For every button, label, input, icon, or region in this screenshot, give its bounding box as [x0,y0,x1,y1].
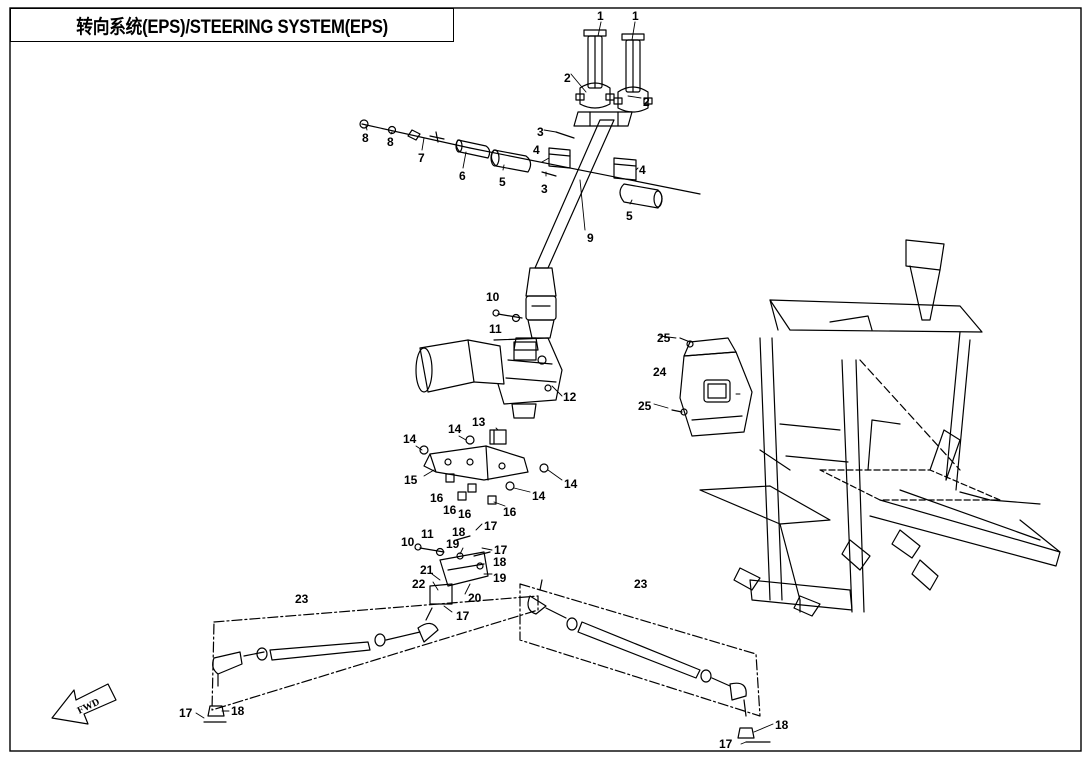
fwd-arrow-icon: FWD [51,683,117,725]
callout-25: 25 [657,331,671,345]
callout-16: 16 [458,507,472,521]
eps-controller [679,337,753,437]
cable-bushing-6 [455,139,491,159]
callout-19: 19 [493,571,507,585]
handlebar-clamp-left [575,29,615,109]
callout-1: 1 [597,9,604,23]
callout-4: 4 [533,143,540,157]
callout-15: 15 [404,473,418,487]
callout-7: 7 [418,151,425,165]
callout-17: 17 [494,543,508,557]
callout-16: 16 [430,491,444,505]
bracket-bolts-14 [419,435,549,491]
callout-21: 21 [420,563,434,577]
callout-3: 3 [537,125,544,139]
leader-lines [195,21,774,745]
cable-bushing-5-left [490,149,532,173]
callout-19: 19 [446,537,460,551]
callout-11: 11 [489,322,502,336]
callout-17: 17 [179,706,193,720]
callout-2: 2 [643,95,650,109]
callout-17: 17 [456,609,470,623]
callout-14: 14 [448,422,462,436]
callout-6: 6 [459,169,466,183]
pin-3 [541,131,575,177]
coupler-13 [489,429,507,445]
callout-3: 3 [541,182,548,196]
pitman-arm [429,535,491,605]
universal-joint [525,267,557,339]
bolt-10-upper [492,309,523,323]
callout-24: 24 [653,365,667,379]
nut-and-pin-right [737,727,771,743]
callout-13: 13 [472,415,486,429]
callout-20: 20 [468,591,482,605]
callout-2: 2 [564,71,571,85]
nut-and-pin-left [203,705,227,723]
cable-assembly [359,119,701,195]
outer-frame [9,7,1082,752]
callout-12: 12 [563,390,577,404]
callout-14: 14 [564,477,578,491]
bracket-nuts-16 [445,473,497,505]
callout-numbers: 1 1 2 2 3 3 4 4 5 5 6 7 8 8 9 10 11 12 1… [179,9,789,751]
callout-8: 8 [387,135,394,149]
tie-rod-left [211,595,539,711]
page-title: 转向系统(EPS)/STEERING SYSTEM(EPS) [76,16,388,38]
callout-16: 16 [443,503,457,517]
callout-1: 1 [632,9,639,23]
callout-18: 18 [452,525,466,539]
upper-steering-shaft [534,111,633,269]
handlebar-clamp-right [613,33,653,113]
callout-22: 22 [412,577,426,591]
title-box: 转向系统(EPS)/STEERING SYSTEM(EPS) [10,8,454,42]
callout-18: 18 [231,704,245,718]
callout-17: 17 [484,519,498,533]
callout-25: 25 [638,399,652,413]
callout-10: 10 [401,535,415,549]
callout-16: 16 [503,505,517,519]
callout-23: 23 [634,577,648,591]
eps-motor-unit [415,337,563,419]
callout-23: 23 [295,592,309,606]
callout-5: 5 [626,209,633,223]
callout-17: 17 [719,737,733,751]
bushing-4-left [548,147,571,169]
vehicle-frame [699,239,1061,617]
mounting-bracket [423,445,529,481]
callout-5: 5 [499,175,506,189]
controller-bolts-25 [671,337,691,413]
callout-18: 18 [775,718,789,732]
bolt-10-lower [414,543,445,557]
callout-9: 9 [587,231,594,245]
callout-14: 14 [403,432,417,446]
callout-4: 4 [639,163,646,177]
callout-11: 11 [421,527,434,541]
tie-rod-right [519,579,761,717]
callout-18: 18 [493,555,507,569]
callout-14: 14 [532,489,546,503]
bushing-4-right [613,157,637,181]
callout-8: 8 [362,131,369,145]
cable-bushing-5-right [619,183,663,209]
callout-10: 10 [486,290,500,304]
